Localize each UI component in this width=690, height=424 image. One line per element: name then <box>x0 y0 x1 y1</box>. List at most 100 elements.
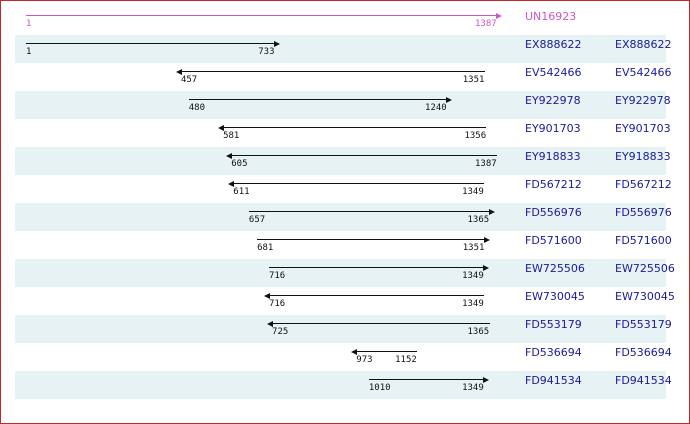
reference-arrow <box>26 15 497 16</box>
accession-link-secondary[interactable]: EW725506 <box>615 262 675 275</box>
alignment-lane: 457 1351 <box>15 63 515 91</box>
end-position: 1356 <box>464 131 487 141</box>
alignment-row: 716 1349 EW730045 EW730045 <box>15 287 675 315</box>
start-position: 581 <box>223 131 240 141</box>
accession-link-secondary[interactable]: FD567212 <box>615 178 672 191</box>
alignment-arrow <box>368 379 485 380</box>
alignment-lane: 725 1365 <box>15 315 515 343</box>
start-position: 1 <box>26 19 32 29</box>
accession-link[interactable]: FD941534 <box>525 374 582 387</box>
alignment-lane: 1010 1349 <box>15 371 515 399</box>
alignment-arrow <box>356 351 418 352</box>
start-position: 716 <box>268 271 286 281</box>
start-position: 480 <box>188 103 206 113</box>
accession-link[interactable]: EV542466 <box>525 66 582 79</box>
end-position: 733 <box>258 47 275 57</box>
accession-link-secondary[interactable]: EY922978 <box>615 94 671 107</box>
start-position: 1010 <box>368 383 391 393</box>
arrowhead-left-icon <box>351 349 358 355</box>
accession-link[interactable]: EY922978 <box>525 94 581 107</box>
accession-link-secondary[interactable]: FD556976 <box>615 206 672 219</box>
start-position: 725 <box>272 327 289 337</box>
accession-link-secondary[interactable]: EW730045 <box>615 290 675 303</box>
alignment-row: 457 1351 EV542466 EV542466 <box>15 63 671 91</box>
alignment-arrow <box>188 99 448 100</box>
accession-link[interactable]: EY901703 <box>525 122 581 135</box>
arrowhead-right-icon <box>273 41 280 47</box>
arrowhead-right-icon <box>483 265 490 271</box>
arrowhead-right-icon <box>488 209 495 215</box>
reference-accession: UN16923 <box>525 10 577 23</box>
accession-link[interactable]: FD536694 <box>525 346 582 359</box>
end-position: 1349 <box>462 187 484 197</box>
start-position: 605 <box>231 159 248 169</box>
accession-link-secondary[interactable]: EX888622 <box>615 38 672 51</box>
alignment-row: 725 1365 FD553179 FD553179 <box>15 315 672 343</box>
end-position: 1387 <box>475 19 497 29</box>
alignment-lane: 581 1356 <box>15 119 515 147</box>
start-position: 1 <box>26 47 32 57</box>
arrowhead-right-icon <box>446 97 453 103</box>
arrowhead-left-icon <box>228 181 235 187</box>
alignment-arrow <box>223 127 487 128</box>
accession-link-secondary[interactable]: FD941534 <box>615 374 672 387</box>
accession-link-secondary[interactable]: FD571600 <box>615 234 672 247</box>
arrowhead-left-icon <box>218 125 225 131</box>
alignment-row: 480 1240 EY922978 EY922978 <box>15 91 671 119</box>
end-position: 1365 <box>467 215 490 225</box>
arrowhead-left-icon <box>263 293 270 299</box>
alignment-lane: 1 1387 <box>15 7 515 35</box>
accession-link[interactable]: EY918833 <box>525 150 581 163</box>
reference-row: 1 1387 UN16923 <box>15 7 666 35</box>
alignment-row: 581 1356 EY901703 EY901703 <box>15 119 671 147</box>
accession-link-secondary[interactable]: EY901703 <box>615 122 671 135</box>
alignment-lane: 605 1387 <box>15 147 515 175</box>
end-position: 1152 <box>395 355 417 365</box>
accession-link-secondary[interactable]: EY918833 <box>615 150 671 163</box>
accession-link[interactable]: FD571600 <box>525 234 582 247</box>
end-position: 1349 <box>462 299 484 309</box>
alignment-lane: 611 1349 <box>15 175 515 203</box>
alignment-lane: 716 1349 <box>15 259 515 287</box>
end-position: 1240 <box>425 103 447 113</box>
alignment-arrow <box>180 71 485 72</box>
end-position: 1349 <box>462 383 484 393</box>
accession-link-secondary[interactable]: FD553179 <box>615 318 672 331</box>
alignment-arrow <box>268 295 485 296</box>
start-position: 716 <box>268 299 286 309</box>
arrowhead-right-icon <box>483 377 490 383</box>
alignment-lane: 716 1349 <box>15 287 515 315</box>
accession-link-secondary[interactable]: EV542466 <box>615 66 672 79</box>
accession-link[interactable]: EX888622 <box>525 38 582 51</box>
accession-link[interactable]: EW725506 <box>525 262 585 275</box>
accession-link[interactable]: FD553179 <box>525 318 582 331</box>
start-position: 457 <box>180 75 198 85</box>
arrowhead-left-icon <box>175 69 182 75</box>
alignment-arrow <box>231 155 497 156</box>
alignment-lane: 480 1240 <box>15 91 515 119</box>
accession-link[interactable]: FD567212 <box>525 178 582 191</box>
end-position: 1349 <box>462 271 484 281</box>
accession-link[interactable]: EW730045 <box>525 290 585 303</box>
accession-link[interactable]: FD556976 <box>525 206 582 219</box>
end-position: 1387 <box>475 159 497 169</box>
arrowhead-left-icon <box>226 153 233 159</box>
start-position: 611 <box>233 187 250 197</box>
end-position: 1365 <box>467 327 490 337</box>
alignment-row: 605 1387 EY918833 EY918833 <box>15 147 671 175</box>
accession-link-secondary[interactable]: FD536694 <box>615 346 672 359</box>
alignment-arrow <box>233 183 485 184</box>
end-position: 1351 <box>462 75 485 85</box>
alignment-arrow <box>268 267 485 268</box>
arrowhead-right-icon <box>496 13 502 19</box>
alignment-arrow <box>248 211 490 212</box>
